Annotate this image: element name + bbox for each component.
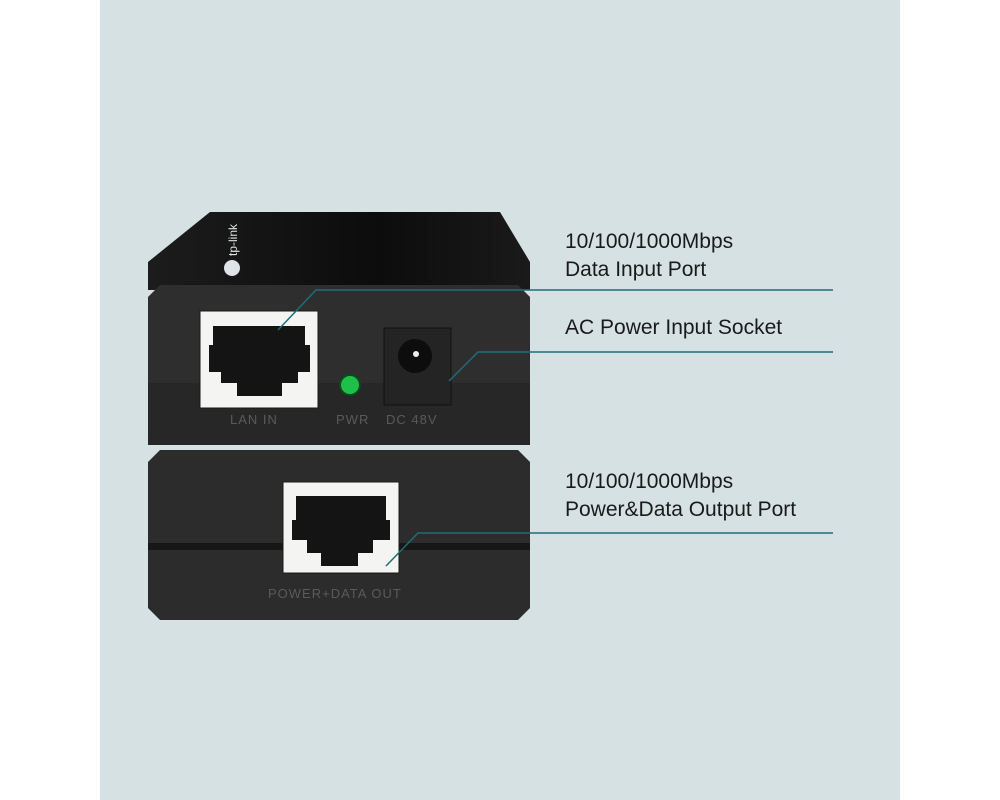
tp-link-logo: tp-link [224,223,240,276]
callout-line-ac-power [448,351,833,382]
power-data-out-port [282,481,400,574]
callout-line-data-input [277,289,833,331]
callout-text: 10/100/1000Mbps [565,230,734,253]
lan-in-label: LAN IN [230,412,278,427]
lan-in-port [199,310,319,409]
pwr-led [339,374,361,396]
dc-label: DC 48V [386,412,438,427]
callout-text: 10/100/1000Mbps [565,470,734,493]
callout-text: Power&Data Output Port [565,498,797,521]
callout-text: Data Input Port [565,258,707,281]
callout-text: AC Power Input Socket [565,316,783,339]
callout-ac-power: AC Power Input Socket [565,314,782,342]
power-data-out-label: POWER+DATA OUT [268,586,402,601]
callout-output: 10/100/1000Mbps Power&Data Output Port [565,468,796,524]
pwr-label: PWR [336,412,369,427]
dc-power-socket [383,327,452,406]
device-top [148,212,530,290]
svg-text:tp-link: tp-link [226,223,240,256]
callout-line-output [385,532,833,567]
callout-data-input: 10/100/1000Mbps Data Input Port [565,228,733,284]
